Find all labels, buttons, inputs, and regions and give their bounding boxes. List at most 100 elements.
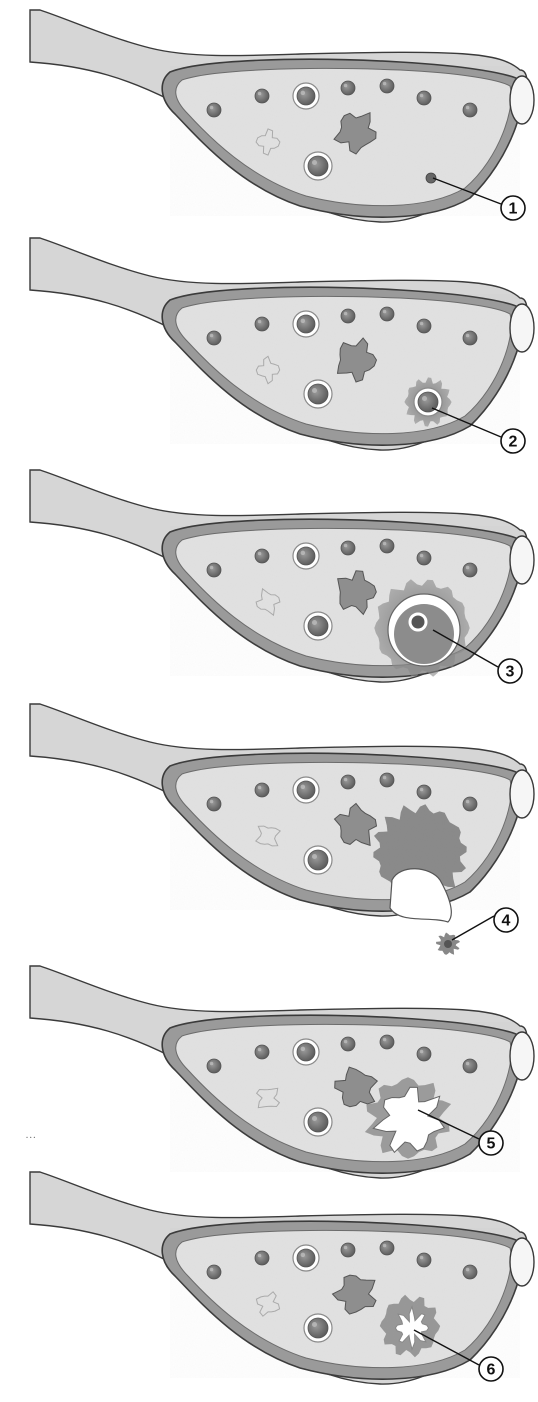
follicle <box>304 152 332 180</box>
follicle-core <box>380 539 394 553</box>
callout-number: 6 <box>487 1362 496 1379</box>
follicle-core <box>463 103 477 117</box>
follicle-highlight <box>420 1256 424 1260</box>
follicle <box>417 1253 431 1267</box>
follicle <box>304 380 332 408</box>
follicle-highlight <box>312 854 317 859</box>
follicle-core <box>417 551 431 565</box>
follicle-core <box>297 315 315 333</box>
follicle-highlight <box>420 322 424 326</box>
follicle-highlight <box>258 552 262 556</box>
follicle-core <box>463 1059 477 1073</box>
follicle-core <box>380 1035 394 1049</box>
follicle <box>304 1108 332 1136</box>
follicle-core <box>297 1249 315 1267</box>
follicle-highlight <box>344 544 348 548</box>
follicle-highlight <box>258 320 262 324</box>
follicle <box>414 388 442 416</box>
follicle-highlight <box>422 396 427 401</box>
follicle-highlight <box>344 312 348 316</box>
follicle-core <box>255 783 269 797</box>
follicle <box>255 317 269 331</box>
follicle-highlight <box>383 310 387 314</box>
follicle <box>304 1314 332 1342</box>
follicle-highlight <box>344 84 348 88</box>
follicle-core <box>463 563 477 577</box>
follicle-highlight <box>210 1268 214 1272</box>
follicle <box>380 79 394 93</box>
follicle-core <box>207 1265 221 1279</box>
follicle-highlight <box>420 788 424 792</box>
follicle-core <box>308 1318 328 1338</box>
follicle-highlight <box>312 388 317 393</box>
follicle-highlight <box>301 1253 306 1258</box>
follicle <box>463 331 477 345</box>
follicle <box>293 1245 319 1271</box>
follicle <box>293 777 319 803</box>
ovary-panel <box>30 1172 534 1384</box>
follicle-highlight <box>210 1062 214 1066</box>
follicle <box>463 797 477 811</box>
follicle <box>463 1265 477 1279</box>
follicular-fluid <box>394 604 454 664</box>
follicle <box>207 1265 221 1279</box>
follicle-core <box>308 1112 328 1132</box>
follicle-highlight <box>312 1322 317 1327</box>
follicle <box>207 1059 221 1073</box>
follicle <box>293 1039 319 1065</box>
follicle <box>380 1241 394 1255</box>
follicle-core <box>341 541 355 555</box>
follicle <box>255 89 269 103</box>
follicle-core <box>255 549 269 563</box>
follicle-core <box>341 309 355 323</box>
follicle <box>341 309 355 323</box>
follicle-core <box>417 91 431 105</box>
ovary-panel <box>30 966 534 1178</box>
follicle-highlight <box>344 1246 348 1250</box>
follicle-core <box>380 307 394 321</box>
follicle-highlight <box>466 1062 470 1066</box>
follicle-core <box>380 1241 394 1255</box>
follicle-highlight <box>301 91 306 96</box>
follicle-core <box>417 1253 431 1267</box>
oviduct-end <box>510 1032 534 1080</box>
callout-leader <box>452 916 494 940</box>
follicle <box>255 783 269 797</box>
oviduct-end <box>510 76 534 124</box>
follicle-highlight <box>344 1040 348 1044</box>
follicle-core <box>308 384 328 404</box>
follicle <box>417 319 431 333</box>
follicle-core <box>207 1059 221 1073</box>
follicle <box>255 1251 269 1265</box>
signature: … <box>26 1129 36 1141</box>
follicle <box>207 797 221 811</box>
follicle-highlight <box>383 1244 387 1248</box>
follicle-core <box>341 1243 355 1257</box>
follicle-core <box>297 87 315 105</box>
follicle-core <box>417 785 431 799</box>
follicle-core <box>463 797 477 811</box>
follicle-highlight <box>312 1116 317 1121</box>
follicle-core <box>308 850 328 870</box>
follicle <box>417 551 431 565</box>
follicle-core <box>341 1037 355 1051</box>
follicle-highlight <box>466 334 470 338</box>
follicle <box>380 539 394 553</box>
follicle <box>304 846 332 874</box>
follicle-core <box>297 781 315 799</box>
follicle-highlight <box>210 334 214 338</box>
follicle-core <box>308 156 328 176</box>
follicle-highlight <box>301 551 306 556</box>
callout-number: 3 <box>506 664 515 681</box>
follicle-highlight <box>258 1254 262 1258</box>
follicle <box>380 307 394 321</box>
follicle-core <box>417 1047 431 1061</box>
follicle-core <box>207 563 221 577</box>
follicle-highlight <box>466 566 470 570</box>
oviduct-end <box>510 304 534 352</box>
follicle <box>207 103 221 117</box>
follicle <box>341 81 355 95</box>
follicle <box>341 775 355 789</box>
follicle-highlight <box>301 1047 306 1052</box>
follicle-core <box>207 103 221 117</box>
